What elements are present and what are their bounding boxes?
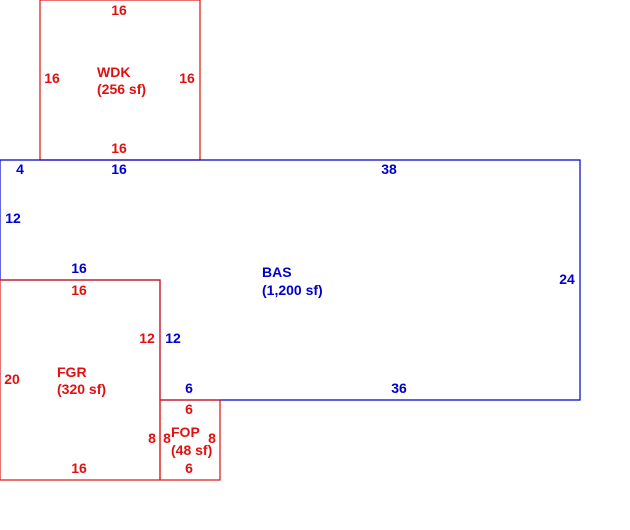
- bas-notch-top-dimension: 16: [71, 260, 87, 276]
- fgr-bottom-dimension: 16: [71, 460, 87, 476]
- fop-outline: [159, 399, 221, 481]
- wdk-top-dimension: 16: [111, 2, 127, 18]
- fop-bottom-dimension: 6: [185, 460, 193, 476]
- fgr-area: (320 sf): [57, 381, 106, 397]
- bas-notch-right-dimension: 12: [165, 330, 181, 346]
- fop-left-inner-dimension: 8: [163, 430, 171, 446]
- bas-right-dimension: 24: [559, 271, 575, 287]
- wdk-outline: [39, 0, 201, 161]
- wdk-right-dimension: 16: [179, 70, 195, 86]
- fop-top-dimension: 6: [185, 401, 193, 417]
- bas-notch-bottom-dimension: 6: [185, 380, 193, 396]
- fgr-name: FGR: [57, 364, 87, 380]
- wdk-left-dimension: 16: [44, 70, 60, 86]
- fop-right-dimension: 8: [208, 430, 216, 446]
- fop-area: (48 sf): [171, 442, 212, 458]
- bas-bottom-dimension: 36: [391, 380, 407, 396]
- bas-top-left-dimension: 4: [16, 161, 24, 177]
- bas-top-dimension: 38: [381, 161, 397, 177]
- wdk-area: (256 sf): [97, 81, 146, 97]
- bas-left-dimension: 12: [5, 210, 21, 226]
- wdk-name: WDK: [97, 64, 130, 80]
- fgr-outline: [0, 279, 161, 481]
- fgr-right-dimension: 12: [139, 330, 155, 346]
- fop-left-outer-dimension: 8: [148, 430, 156, 446]
- fgr-top-dimension: 16: [71, 282, 87, 298]
- fop-name: FOP: [171, 424, 200, 440]
- bas-top-mid-dimension: 16: [111, 161, 127, 177]
- bas-name: BAS: [262, 264, 292, 280]
- fgr-left-dimension: 20: [4, 371, 20, 387]
- wdk-bottom-dimension: 16: [111, 140, 127, 156]
- bas-area: (1,200 sf): [262, 282, 323, 298]
